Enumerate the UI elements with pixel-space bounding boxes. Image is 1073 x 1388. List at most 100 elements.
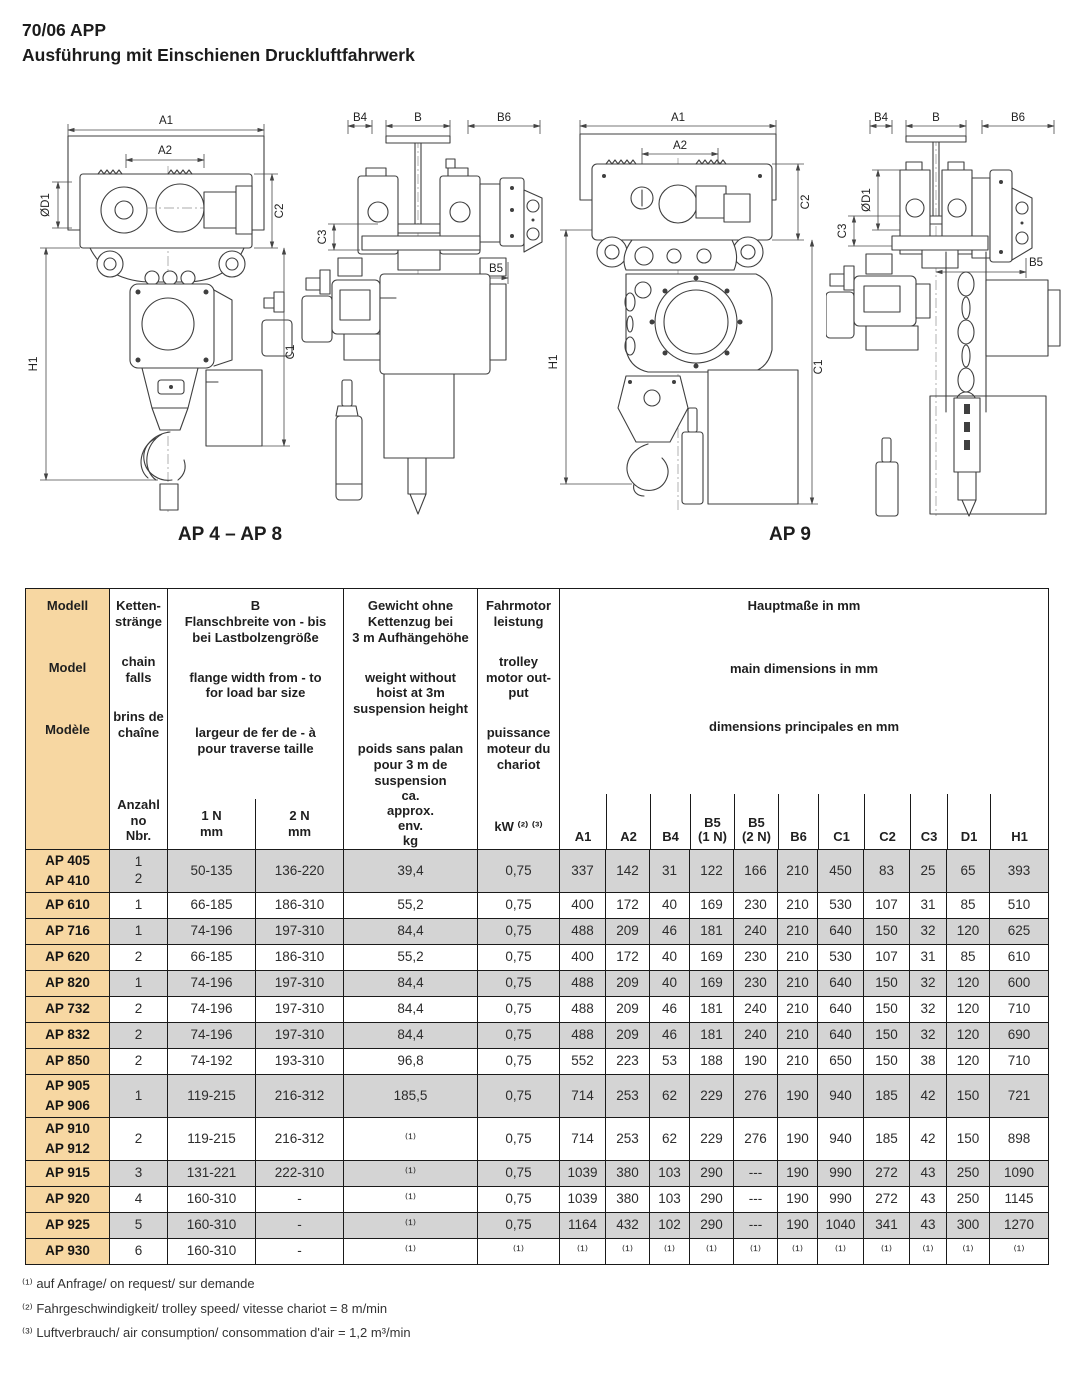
value-cell: 0,75 — [477, 944, 560, 971]
value-cell: 610 — [988, 944, 1050, 971]
value-cell: 400 — [559, 892, 606, 919]
trolley — [79, 169, 253, 286]
value-cell: 185 — [863, 1117, 910, 1161]
chain-column — [945, 251, 987, 413]
value-cell: 190 — [777, 1074, 818, 1118]
value-cell: 450 — [817, 849, 864, 893]
value-cell: 0,75 — [477, 918, 560, 945]
air-motor — [826, 265, 931, 351]
chain-container — [707, 369, 799, 505]
value-cell: 186-310 — [255, 892, 344, 919]
value-cell: 160-310 — [167, 1186, 256, 1213]
caption-ap4-ap8: AP 4 – AP 8 — [177, 524, 283, 545]
value-cell: 150 — [863, 918, 910, 945]
value-cell: 600 — [988, 970, 1050, 997]
dim-label-b4: B4 — [353, 112, 368, 124]
value-cell: 640 — [817, 1022, 864, 1049]
footnote-2: ⁽²⁾ Fahrgeschwindigkeit/ trolley speed/ … — [22, 1300, 388, 1316]
value-cell: ⁽¹⁾ — [343, 1238, 478, 1265]
value-cell: 640 — [817, 918, 864, 945]
value-cell: 120 — [946, 996, 990, 1023]
value-cell: 1040 — [817, 1212, 864, 1239]
value-cell: 400 — [559, 944, 606, 971]
value-cell: 253 — [605, 1117, 650, 1161]
trolley — [591, 159, 773, 271]
model-cell: AP 920 — [25, 1186, 110, 1213]
value-cell: 2 — [109, 1117, 168, 1161]
pendant-control — [681, 407, 704, 505]
value-cell: 55,2 — [343, 892, 478, 919]
value-cell: 197-310 — [255, 1022, 344, 1049]
value-cell: 197-310 — [255, 918, 344, 945]
value-cell: 84,4 — [343, 970, 478, 997]
value-cell: 229 — [689, 1074, 734, 1118]
dim-label-b6: B6 — [1011, 112, 1025, 124]
value-cell: 172 — [605, 944, 650, 971]
value-cell: ⁽¹⁾ — [649, 1238, 690, 1265]
value-cell: 721 — [988, 1074, 1050, 1118]
pendant-control — [875, 437, 899, 517]
footnotes: ⁽¹⁾ auf Anfrage/ on request/ sur demande… — [22, 1272, 411, 1346]
dimension-c2: C2 — [772, 163, 812, 241]
value-cell: 625 — [988, 918, 1050, 945]
value-cell: 190 — [733, 1048, 778, 1075]
value-cell: 0,75 — [477, 892, 560, 919]
value-cell: 2 — [109, 944, 168, 971]
value-cell: 210 — [777, 892, 818, 919]
value-cell: 32 — [909, 970, 947, 997]
header-flange-subrow: 1 N mm 2 N mm — [168, 799, 343, 849]
model-cell: AP 832 — [25, 1022, 110, 1049]
value-cell: ⁽¹⁾ — [777, 1238, 818, 1265]
value-cell: 181 — [689, 996, 734, 1023]
hoist-body — [129, 283, 263, 447]
value-cell: 66-185 — [167, 892, 256, 919]
lower-block — [383, 373, 455, 515]
value-cell: 1 — [109, 918, 168, 945]
model-cell: AP 610 — [25, 892, 110, 919]
caption-ap9: AP 9 — [769, 524, 811, 545]
value-cell: 150 — [946, 1117, 990, 1161]
value-cell: 0,75 — [477, 1048, 560, 1075]
dim-label-b: B — [932, 112, 940, 124]
header-flange-fr: largeur de fer de - à pour traverse tail… — [195, 725, 316, 757]
value-cell: 38 — [909, 1048, 947, 1075]
value-cell: 250 — [946, 1186, 990, 1213]
value-cell: 150 — [946, 1074, 990, 1118]
value-cell: 210 — [777, 1022, 818, 1049]
value-cell: 290 — [689, 1212, 734, 1239]
value-cell: 166 — [733, 849, 778, 893]
header-dim-d1: D1 — [947, 794, 990, 849]
value-cell: 102 — [649, 1212, 690, 1239]
dimension-h1: H1 — [548, 229, 632, 485]
header-flange-de: B Flanschbreite von - bis bei Lastbolzen… — [184, 598, 327, 645]
value-cell: 0,75 — [477, 1212, 560, 1239]
dimension-a1: A1 — [579, 112, 777, 138]
value-cell: 169 — [689, 944, 734, 971]
value-cell: 131-221 — [167, 1160, 256, 1187]
value-cell: 66-185 — [167, 944, 256, 971]
value-cell: 40 — [649, 892, 690, 919]
value-cell: ⁽¹⁾ — [733, 1238, 778, 1265]
value-cell: 488 — [559, 970, 606, 997]
dimension-d1: ØD1 — [40, 181, 72, 229]
value-cell: 488 — [559, 918, 606, 945]
value-cell: 640 — [817, 970, 864, 997]
trolley-side-plates — [357, 158, 543, 255]
dimension-c1: C1 — [798, 239, 825, 505]
value-cell: 103 — [649, 1186, 690, 1213]
value-cell: 209 — [605, 996, 650, 1023]
value-cell: 160-310 — [167, 1212, 256, 1239]
value-cell: 940 — [817, 1117, 864, 1161]
dim-label-c3: C3 — [837, 224, 849, 239]
dim-label-a2: A2 — [158, 145, 172, 157]
suspension-crossbar — [337, 235, 507, 277]
header-dims-subrow: A1 A2 B4 B5 (1 N) B5 (2 N) B6 C1 C2 C3 D… — [560, 794, 1048, 849]
value-cell: 210 — [777, 849, 818, 893]
value-cell: 46 — [649, 918, 690, 945]
drawing-ap48-side: B4 B B6 — [301, 112, 543, 515]
